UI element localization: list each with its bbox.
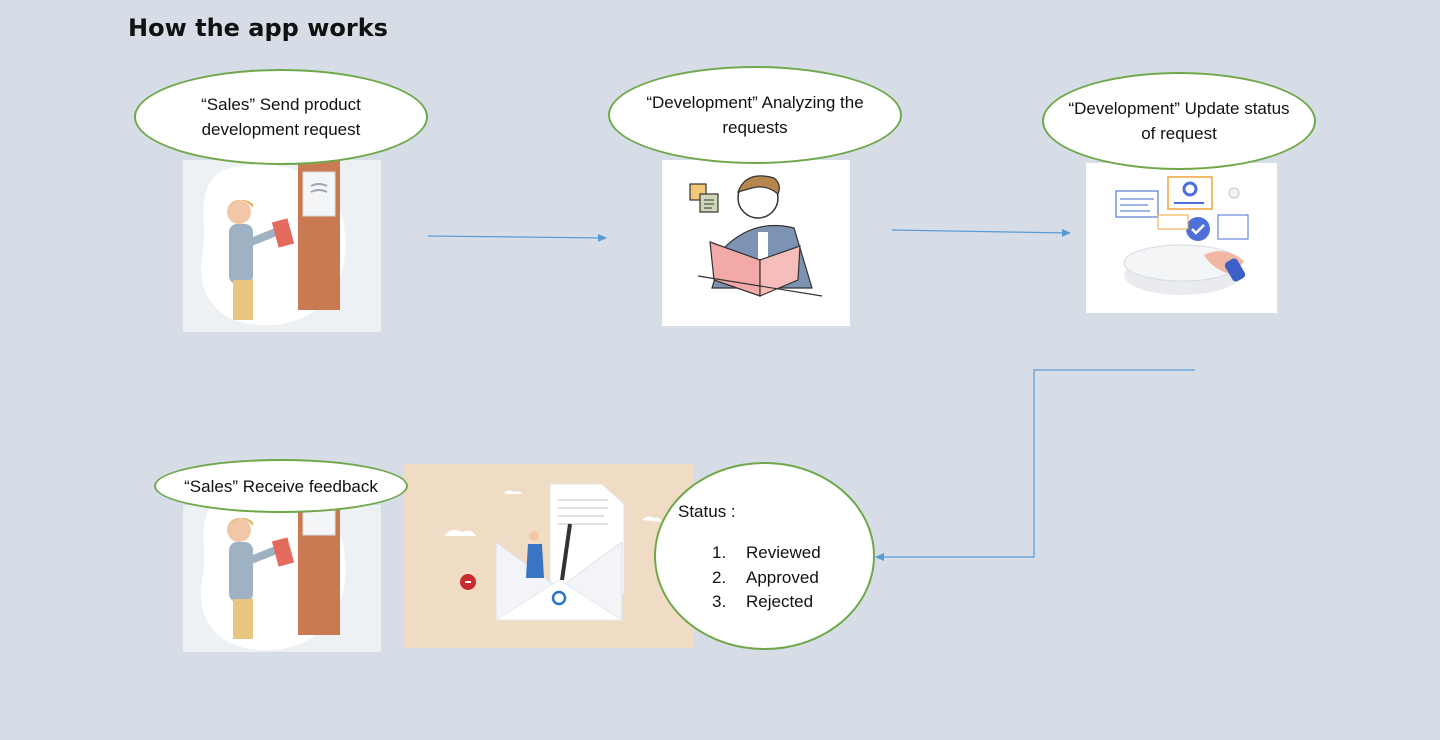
arrow-update-to-status: [875, 369, 1195, 561]
step-sales-send-line2: development request: [201, 120, 361, 139]
status-bubble: Status : 1. Reviewed 2. Approved 3. Reje…: [654, 462, 875, 650]
status-item: 3. Rejected: [712, 590, 821, 615]
status-item: 2. Approved: [712, 566, 821, 591]
sales-send-illustration: [183, 160, 381, 332]
status-item-text: Reviewed: [746, 543, 821, 562]
step-development-analyze-line2: requests: [722, 118, 788, 137]
status-list: 1. Reviewed 2. Approved 3. Rejected: [712, 541, 821, 615]
person-at-door-image: [183, 160, 381, 332]
step-sales-receive-bubble: “Sales” Receive feedback: [154, 459, 408, 513]
arrow-send-to-analyze: [427, 233, 607, 242]
sales-receive-illustration: [183, 505, 381, 652]
status-item-text: Rejected: [746, 592, 814, 611]
step-development-update-bubble: “Development” Update status of request: [1042, 72, 1316, 170]
status-item-number: 1.: [712, 543, 727, 562]
status-item-number: 3.: [712, 592, 727, 611]
step-development-update-line2: of request: [1141, 124, 1217, 143]
envelope-image: [404, 464, 694, 648]
step-sales-send-line1: “Sales” Send product: [201, 95, 361, 114]
dashboard-devices-image: [1086, 163, 1277, 313]
person-at-door-image-2: [183, 505, 381, 652]
step-development-update-line1: “Development” Update status: [1068, 99, 1290, 118]
status-item-number: 2.: [712, 567, 727, 587]
status-item-text: Approved: [746, 567, 819, 587]
development-analyze-illustration: [662, 160, 850, 326]
step-sales-send-bubble: “Sales” Send product development request: [134, 69, 428, 165]
status-item: 1. Reviewed: [712, 541, 821, 566]
reading-person-image: [662, 160, 850, 326]
page-title: How the app works: [128, 14, 388, 42]
feedback-envelope-illustration: [404, 464, 694, 648]
step-sales-receive-line1: “Sales” Receive feedback: [184, 476, 378, 496]
step-development-analyze-bubble: “Development” Analyzing the requests: [608, 66, 902, 164]
arrow-analyze-to-update: [891, 228, 1071, 237]
status-label: Status :: [678, 502, 736, 521]
step-development-analyze-line1: “Development” Analyzing the: [646, 93, 864, 112]
development-update-illustration: [1086, 163, 1277, 313]
